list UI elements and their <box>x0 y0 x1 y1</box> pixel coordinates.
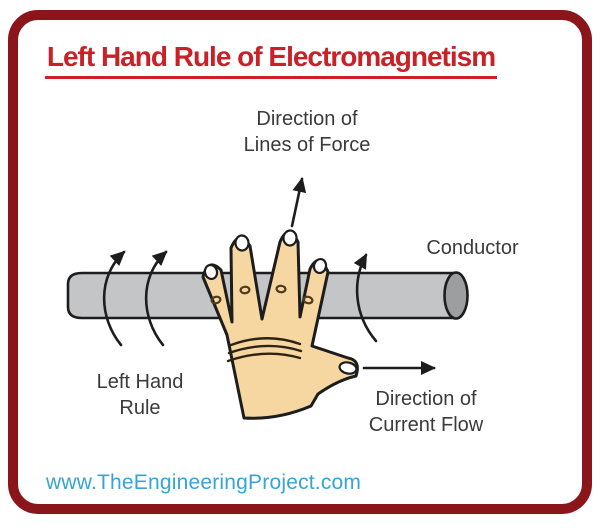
conductor-label: Conductor <box>426 237 519 259</box>
conductor-end-cap <box>443 271 469 320</box>
lines-of-force-label-line2: Lines of Force <box>243 134 371 156</box>
thumbnail <box>338 361 358 375</box>
field-line-arrow-1 <box>102 250 126 347</box>
fingernail-middle <box>234 234 250 252</box>
knuckle-mark-2 <box>239 285 251 295</box>
palm-crease-3 <box>226 352 302 363</box>
page-title: Left Hand Rule of Electromagnetism <box>44 42 498 79</box>
lines-of-force-label-line1: Direction of <box>256 108 358 130</box>
palm-crease-2 <box>227 344 303 355</box>
palm-crease-1 <box>229 337 302 347</box>
left-hand-rule-label: Left Hand Rule <box>55 369 225 421</box>
knuckle-mark-3 <box>275 284 287 294</box>
knuckle-mark-4 <box>302 295 314 305</box>
lines-of-force-arrow <box>290 177 307 228</box>
current-flow-label-line1: Direction of <box>375 388 477 410</box>
left-hand-rule-label-line2: Rule <box>119 397 161 419</box>
fingernail-ring <box>282 229 298 247</box>
field-line-arrow-3 <box>353 253 378 343</box>
lines-of-force-label: Direction of Lines of Force <box>187 106 427 158</box>
knuckle-mark-1 <box>210 295 222 305</box>
page-title-wrap: Left Hand Rule of Electromagnetism <box>28 42 514 79</box>
fingernail-little <box>312 257 328 275</box>
left-hand-rule-label-line1: Left Hand <box>96 371 184 393</box>
fingernail-index <box>203 263 219 281</box>
field-line-arrow-2 <box>144 250 168 347</box>
site-url: www.TheEngineeringProject.com <box>46 471 362 494</box>
current-flow-label-line2: Current Flow <box>368 414 484 436</box>
current-flow-label: Direction of Current Flow <box>332 386 520 438</box>
